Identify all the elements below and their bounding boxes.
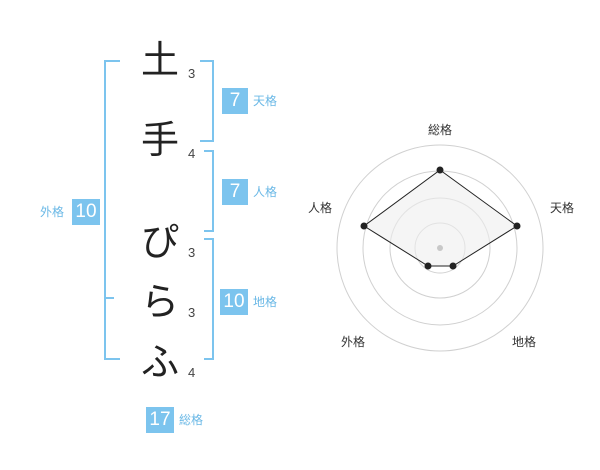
stroke-count-5: 4 — [188, 365, 196, 380]
radar-point-jinkaku — [360, 222, 368, 230]
radar-points — [360, 166, 521, 270]
radar-polygon — [363, 169, 518, 267]
radar-axis-label-jinkaku: 人格 — [308, 200, 332, 215]
gaikaku-value: 10 — [72, 199, 100, 225]
soukaku-label: 総格 — [179, 413, 204, 427]
tenkaku-label: 天格 — [253, 94, 278, 108]
jinkaku-value: 7 — [222, 179, 248, 205]
tenkaku-bracket — [200, 60, 214, 142]
gaikaku-label: 外格 — [40, 205, 65, 219]
name-char-5: ふ — [140, 340, 179, 384]
radar-axis-label-gaikaku: 外格 — [341, 334, 365, 349]
radar-point-chikaku — [449, 262, 457, 270]
stroke-count-1: 3 — [188, 66, 196, 81]
radar-axis-label-soukaku: 総格 — [428, 122, 452, 137]
tenkaku-value: 7 — [222, 88, 248, 114]
jinkaku-bracket — [204, 150, 214, 232]
radar-axis-label-tenkaku: 天格 — [550, 200, 574, 215]
name-char-1: 土 — [140, 38, 179, 82]
stroke-count-4: 3 — [188, 305, 196, 320]
stroke-count-3: 3 — [188, 245, 196, 260]
radar-point-tenkaku — [513, 222, 521, 230]
jinkaku-label: 人格 — [253, 185, 278, 199]
radar-point-soukaku — [436, 166, 444, 174]
name-char-3: ぴ — [140, 220, 179, 264]
chikaku-bracket — [204, 238, 214, 360]
gaikaku-inner-tick — [106, 297, 114, 299]
stroke-count-2: 4 — [188, 146, 196, 161]
chikaku-label: 地格 — [253, 295, 278, 309]
soukaku-value: 17 — [146, 407, 174, 433]
chikaku-value: 10 — [220, 289, 248, 315]
name-char-2: 手 — [140, 118, 179, 162]
radar-point-gaikaku — [424, 262, 432, 270]
radar-ring-4 — [336, 144, 544, 352]
gaikaku-bracket — [104, 60, 120, 360]
name-char-4: ら — [140, 280, 179, 324]
radar-axis-label-chikaku: 地格 — [512, 334, 536, 349]
radar-center-dot — [437, 245, 443, 251]
